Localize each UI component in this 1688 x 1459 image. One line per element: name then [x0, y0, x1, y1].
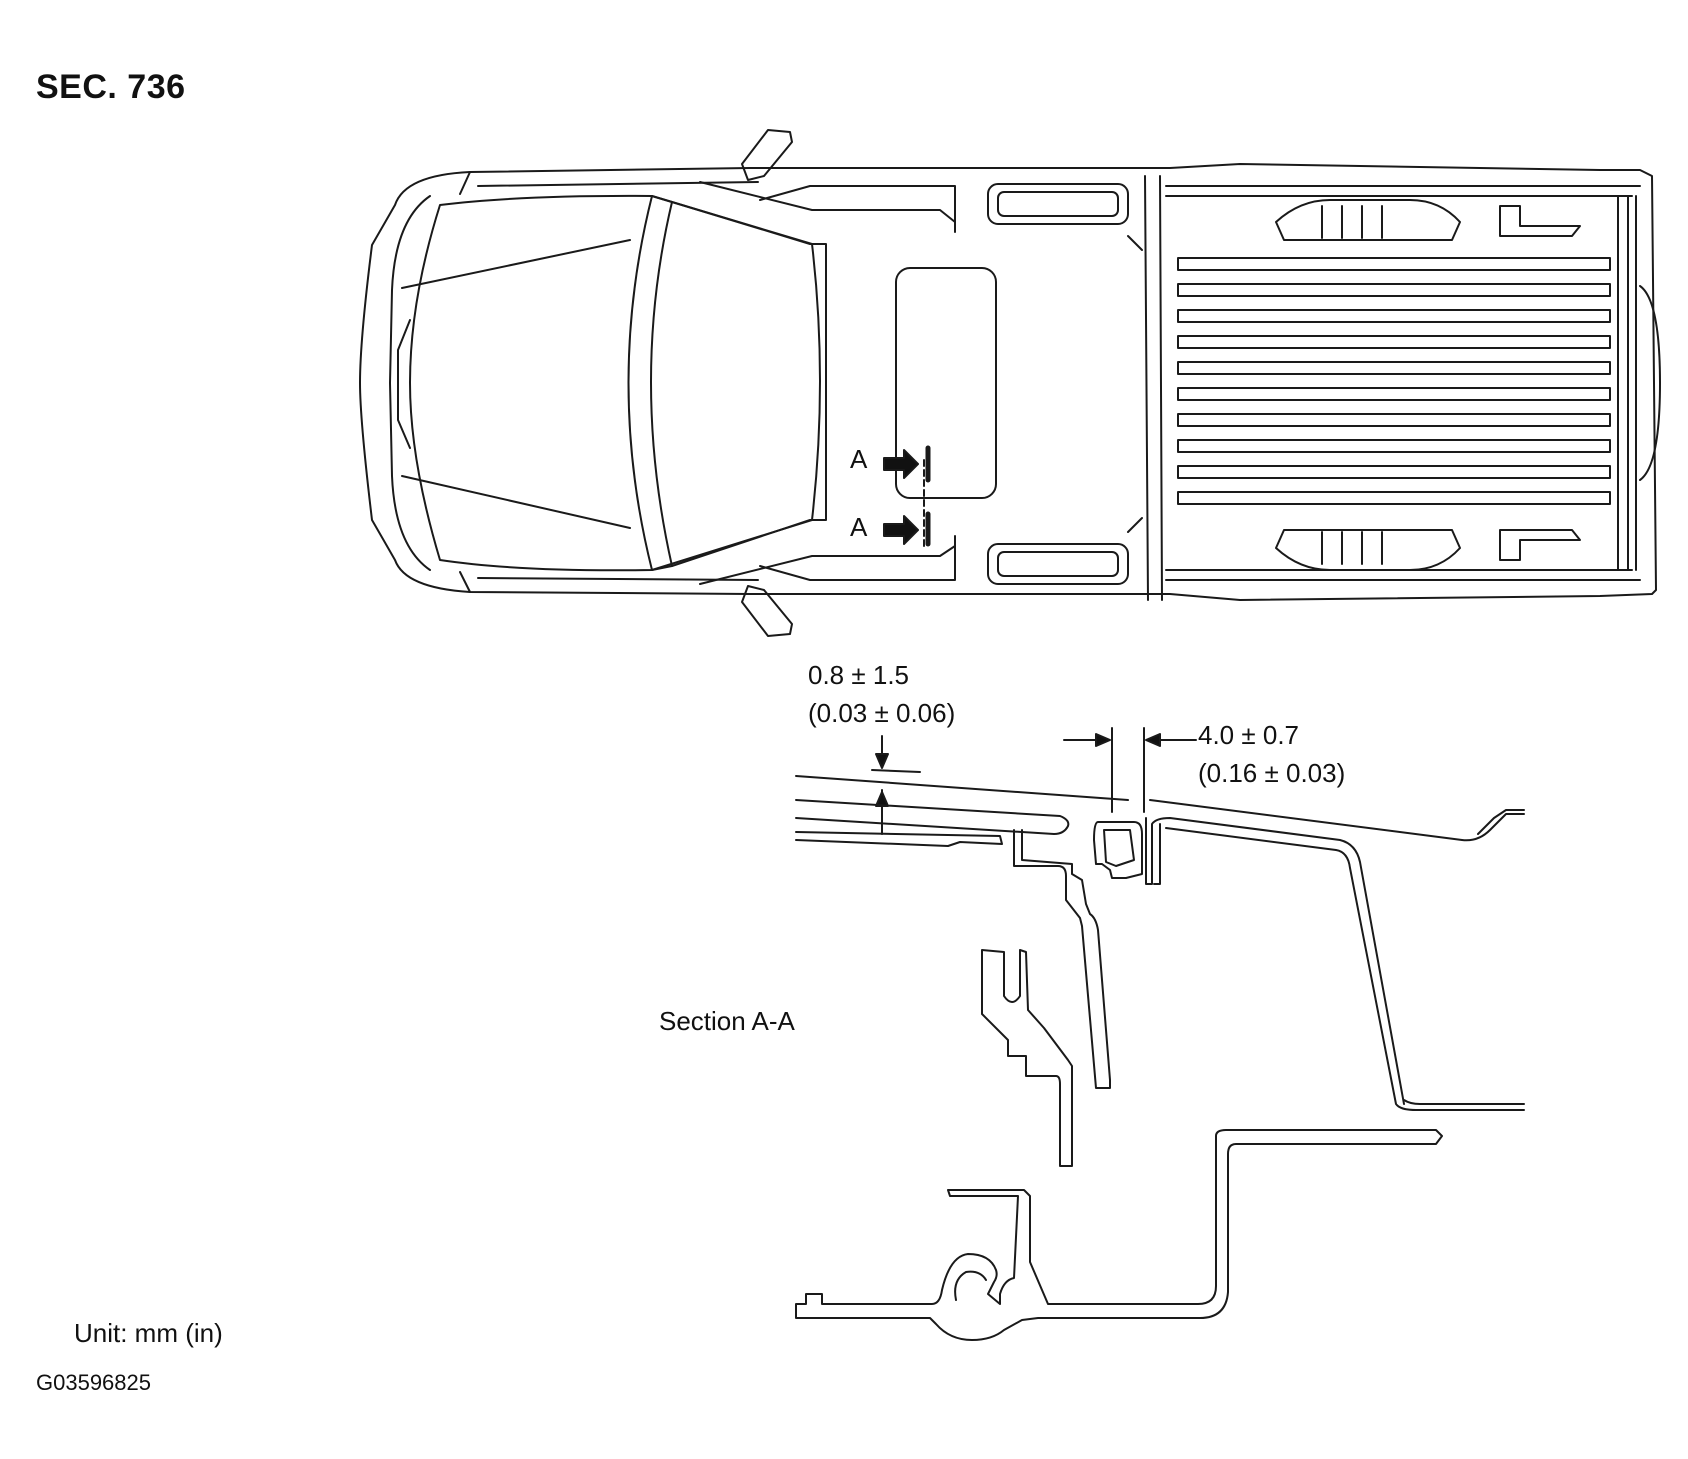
weatherstrip: [1093, 821, 1143, 879]
front-roof-panel: [795, 775, 1129, 847]
front-header: [1013, 829, 1111, 1089]
cut-mark-label-lower: A: [850, 512, 868, 542]
cut-arrow-lower: [883, 515, 919, 545]
section-a-a-drawing: [795, 727, 1525, 1341]
mirror-left: [741, 129, 793, 181]
front-fascia: [389, 195, 431, 571]
windshield: [627, 195, 673, 571]
unit-label: Unit: mm (in): [74, 1318, 223, 1348]
wheel-well-left: [1275, 199, 1461, 241]
section-number: SEC. 736: [36, 68, 186, 106]
cab-roof: [671, 201, 827, 567]
section-a-a-label: Section A-A: [659, 1006, 795, 1036]
truck-plan-view: [359, 129, 1661, 637]
figure-id: G03596825: [36, 1370, 151, 1395]
truck-body-outline: [359, 163, 1657, 601]
gap-dimension-in: (0.16 ± 0.03): [1198, 758, 1346, 788]
header-bracket: [981, 949, 1073, 1167]
cut-mark-label-upper: A: [850, 444, 868, 474]
bed-ribs: [1177, 257, 1611, 505]
gap-dimension-mm: 4.0 ± 0.7: [1198, 720, 1300, 750]
wheel-well-right: [1275, 529, 1461, 571]
rear-roof-panel: [1149, 799, 1525, 842]
cut-arrow-upper: [883, 449, 919, 479]
roof-rail: [795, 1129, 1443, 1341]
flush-dimension-callout: 0.8 ± 1.5 (0.03 ± 0.06): [808, 656, 955, 732]
flush-dimension-mm: 0.8 ± 1.5: [808, 660, 910, 690]
tailgate: [1617, 195, 1637, 571]
sunroof: [895, 267, 997, 499]
hood: [409, 194, 821, 572]
flush-dimension-in: (0.03 ± 0.06): [808, 698, 956, 728]
gap-dimension-callout: 4.0 ± 0.7 (0.16 ± 0.03): [1198, 716, 1345, 792]
mirror-right: [741, 585, 793, 637]
